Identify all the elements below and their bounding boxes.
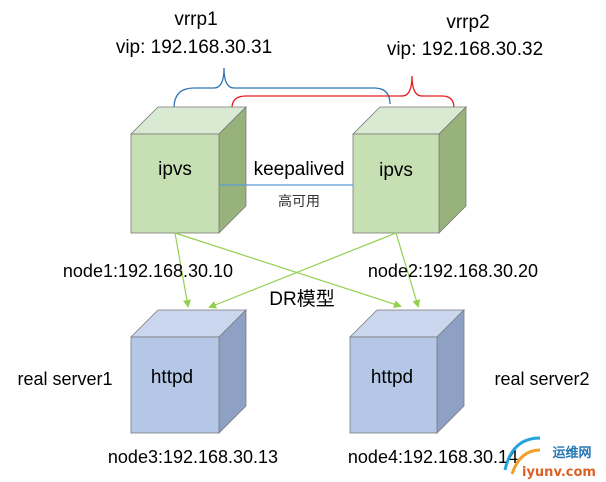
director-2-front — [352, 133, 440, 234]
dr-mode-label: DR模型 — [269, 288, 334, 310]
watermark-text: 运维网 — [552, 445, 591, 461]
arrow-d2-rs2 — [395, 232, 421, 308]
vrrp1-vip: vip: 192.168.30.31 — [116, 37, 272, 58]
arrow-d1-rs2 — [174, 232, 402, 308]
director-2-label: ipvs — [379, 160, 413, 181]
real-server-1-role: real server1 — [17, 369, 112, 389]
vrrp2-brace — [231, 75, 455, 109]
director-1-label: ipvs — [158, 159, 192, 180]
vrrp1-brace — [173, 67, 391, 109]
ha-sublabel: 高可用 — [278, 193, 320, 209]
node4-label: node4:192.168.30.14 — [348, 447, 518, 467]
watermark-logo: 运维网 iyunv.com — [503, 436, 596, 480]
director-cube-1: ipvs — [130, 106, 247, 234]
director-1-front — [130, 133, 220, 234]
real-server-2-role: real server2 — [494, 369, 589, 389]
vrrp2-name: vrrp2 — [446, 12, 489, 33]
watermark-domain: iyunv.com — [522, 465, 596, 480]
real-server-1-front — [130, 336, 220, 434]
arrow-d1-rs1 — [174, 232, 191, 308]
real-server-2-label: httpd — [371, 367, 413, 388]
node1-label: node1:192.168.30.10 — [63, 261, 233, 281]
node3-label: node3:192.168.30.13 — [108, 447, 278, 467]
real-server-cube-1: httpd — [130, 309, 247, 434]
real-server-1-label: httpd — [151, 367, 193, 388]
vrrp1-name: vrrp1 — [174, 9, 217, 30]
vrrp2-vip: vip: 192.168.30.32 — [387, 39, 543, 60]
real-server-cube-2: httpd — [349, 309, 465, 434]
arrow-d2-rs1 — [208, 232, 397, 309]
node2-label: node2:192.168.30.20 — [368, 261, 538, 281]
real-server-2-front — [349, 336, 438, 434]
keepalived-label: keepalived — [254, 159, 345, 180]
director-cube-2: ipvs — [352, 106, 467, 234]
